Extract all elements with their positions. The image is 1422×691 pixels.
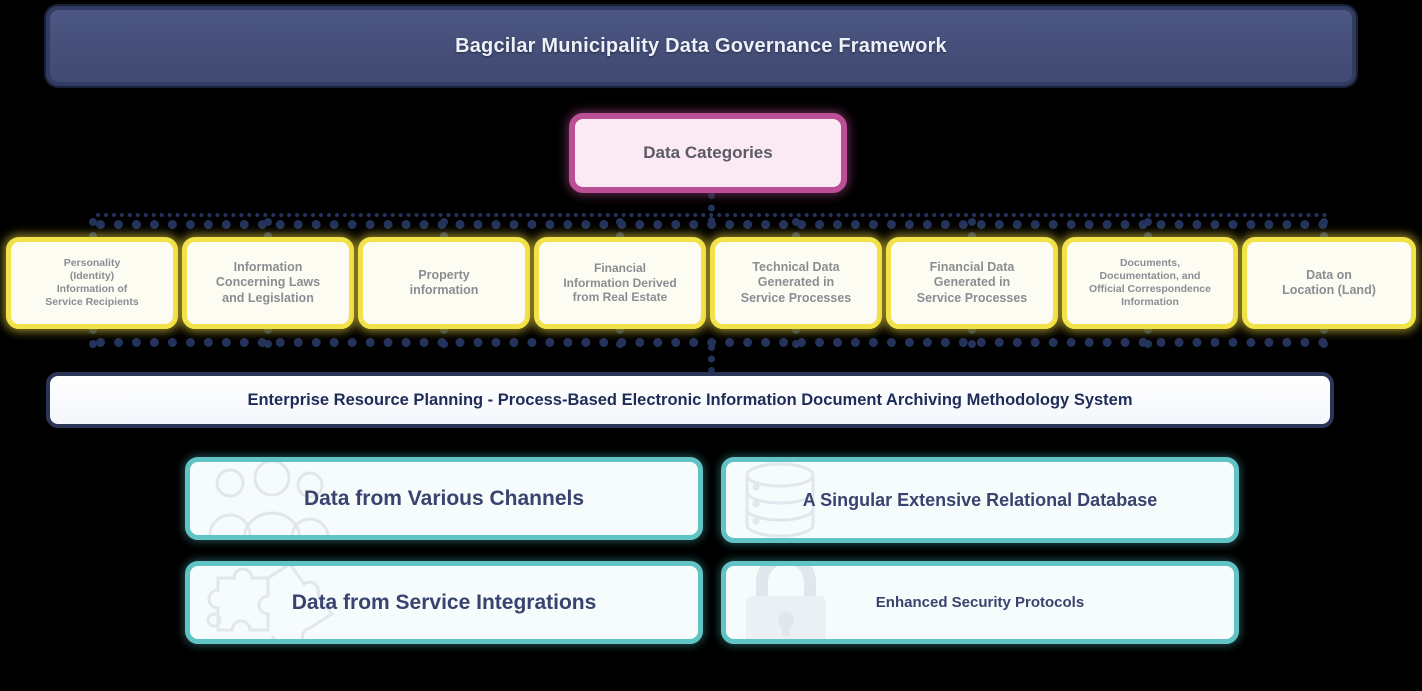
feature-card-relational-database[interactable]: A Singular Extensive Relational Database bbox=[721, 457, 1239, 543]
node-erp-system-label: Enterprise Resource Planning - Process-B… bbox=[247, 390, 1133, 409]
category-box-5[interactable]: Technical Data Generated in Service Proc… bbox=[710, 237, 882, 329]
category-box-8-line-2: Location (Land) bbox=[1282, 283, 1376, 297]
category-box-6-line-3: Service Processes bbox=[916, 290, 1028, 305]
connector-stub-upper-6 bbox=[968, 218, 976, 240]
category-box-3[interactable]: Property information bbox=[358, 237, 530, 329]
connector-stub-upper-5 bbox=[792, 218, 800, 240]
category-box-8-label: Data on Location (Land) bbox=[1282, 268, 1376, 299]
connector-stub-lower-1 bbox=[89, 326, 97, 348]
connector-stub-upper-2 bbox=[264, 218, 272, 240]
category-box-7[interactable]: Documents, Documentation, and Official C… bbox=[1062, 237, 1238, 329]
node-data-categories[interactable]: Data Categories bbox=[569, 113, 847, 193]
category-box-3-line-1: Property bbox=[418, 267, 470, 282]
connector-stub-lower-5 bbox=[792, 326, 800, 348]
feature-card-1-label: Data from Various Channels bbox=[303, 486, 585, 510]
feature-card-service-integrations[interactable]: Data from Service Integrations bbox=[185, 561, 703, 644]
category-box-4[interactable]: Financial Information Derived from Real … bbox=[534, 237, 706, 329]
category-box-5-line-1: Technical Data bbox=[752, 260, 840, 275]
category-box-7-line-4: Information bbox=[1121, 295, 1179, 308]
feature-card-data-from-various-channels[interactable]: Data from Various Channels bbox=[185, 457, 703, 540]
connector-stub-upper-4 bbox=[616, 218, 624, 240]
category-box-2-label: Information Concerning Laws and Legislat… bbox=[216, 260, 320, 306]
category-box-1-line-3: Information of bbox=[56, 283, 128, 295]
connector-stub-upper-1 bbox=[89, 218, 97, 240]
connector-stub-lower-8 bbox=[1320, 326, 1328, 348]
framework-title-banner: Bagcilar Municipality Data Governance Fr… bbox=[46, 6, 1356, 86]
feature-card-2-label: A Singular Extensive Relational Database bbox=[802, 489, 1158, 510]
category-box-8[interactable]: Data on Location (Land) bbox=[1242, 237, 1416, 329]
category-box-1[interactable]: Personality (Identity) Information of Se… bbox=[6, 237, 178, 329]
category-box-7-line-2: Documentation, and bbox=[1099, 270, 1201, 283]
category-box-5-label: Technical Data Generated in Service Proc… bbox=[741, 260, 852, 306]
category-box-7-label: Documents, Documentation, and Official C… bbox=[1089, 257, 1211, 308]
connector-stub-lower-3 bbox=[440, 326, 448, 348]
connector-bus-lower bbox=[96, 338, 1328, 347]
connector-stub-lower-4 bbox=[616, 326, 624, 348]
category-box-1-line-4: Service Recipients bbox=[45, 295, 139, 308]
category-row: Personality (Identity) Information of Se… bbox=[0, 237, 1422, 329]
category-box-5-line-3: Service Processes bbox=[740, 290, 852, 305]
category-box-2-line-2: Concerning Laws bbox=[215, 275, 321, 290]
category-box-6[interactable]: Financial Data Generated in Service Proc… bbox=[886, 237, 1058, 329]
category-box-5-line-2: Generated in bbox=[757, 275, 835, 290]
connector-bus-to-system bbox=[708, 344, 715, 374]
connector-stub-upper-3 bbox=[440, 218, 448, 240]
category-box-1-line-2: (Identity) bbox=[69, 270, 115, 283]
connector-stub-lower-7 bbox=[1144, 326, 1152, 348]
category-box-2-line-1: Information bbox=[233, 260, 303, 275]
connector-stub-upper-8 bbox=[1320, 218, 1328, 240]
category-box-4-line-2: Information Derived bbox=[563, 275, 677, 290]
category-box-4-line-1: Financial bbox=[593, 261, 646, 276]
category-box-3-label: Property information bbox=[410, 268, 479, 299]
page-title: Bagcilar Municipality Data Governance Fr… bbox=[455, 34, 947, 57]
node-erp-system[interactable]: Enterprise Resource Planning - Process-B… bbox=[46, 372, 1334, 428]
connector-stub-lower-6 bbox=[968, 326, 976, 348]
connector-bus-upper bbox=[96, 220, 1328, 229]
connector-root-to-bus bbox=[708, 192, 715, 224]
category-box-7-line-3: Official Correspondence bbox=[1089, 283, 1211, 295]
category-box-7-line-1: Documents, bbox=[1119, 257, 1181, 270]
category-box-6-label: Financial Data Generated in Service Proc… bbox=[917, 260, 1028, 306]
category-box-8-line-1: Data on bbox=[1306, 267, 1352, 282]
category-box-4-label: Financial Information Derived from Real … bbox=[563, 261, 676, 305]
feature-card-3-label: Data from Service Integrations bbox=[291, 590, 597, 614]
category-box-2[interactable]: Information Concerning Laws and Legislat… bbox=[182, 237, 354, 329]
category-box-1-line-1: Personality bbox=[63, 257, 121, 270]
category-box-1-label: Personality (Identity) Information of Se… bbox=[45, 257, 138, 308]
connector-stub-lower-2 bbox=[264, 326, 272, 348]
category-box-6-line-2: Generated in bbox=[933, 275, 1011, 290]
node-data-categories-label: Data Categories bbox=[643, 143, 773, 162]
category-box-6-line-1: Financial Data bbox=[929, 260, 1015, 275]
connector-stub-upper-7 bbox=[1144, 218, 1152, 240]
feature-card-security-protocols[interactable]: Enhanced Security Protocols bbox=[721, 561, 1239, 644]
feature-card-4-label: Enhanced Security Protocols bbox=[875, 594, 1085, 611]
category-box-2-line-3: and Legislation bbox=[222, 290, 314, 305]
category-box-4-line-3: from Real Estate bbox=[572, 290, 668, 305]
lock-icon bbox=[732, 566, 892, 639]
category-box-3-line-2: information bbox=[409, 283, 479, 297]
